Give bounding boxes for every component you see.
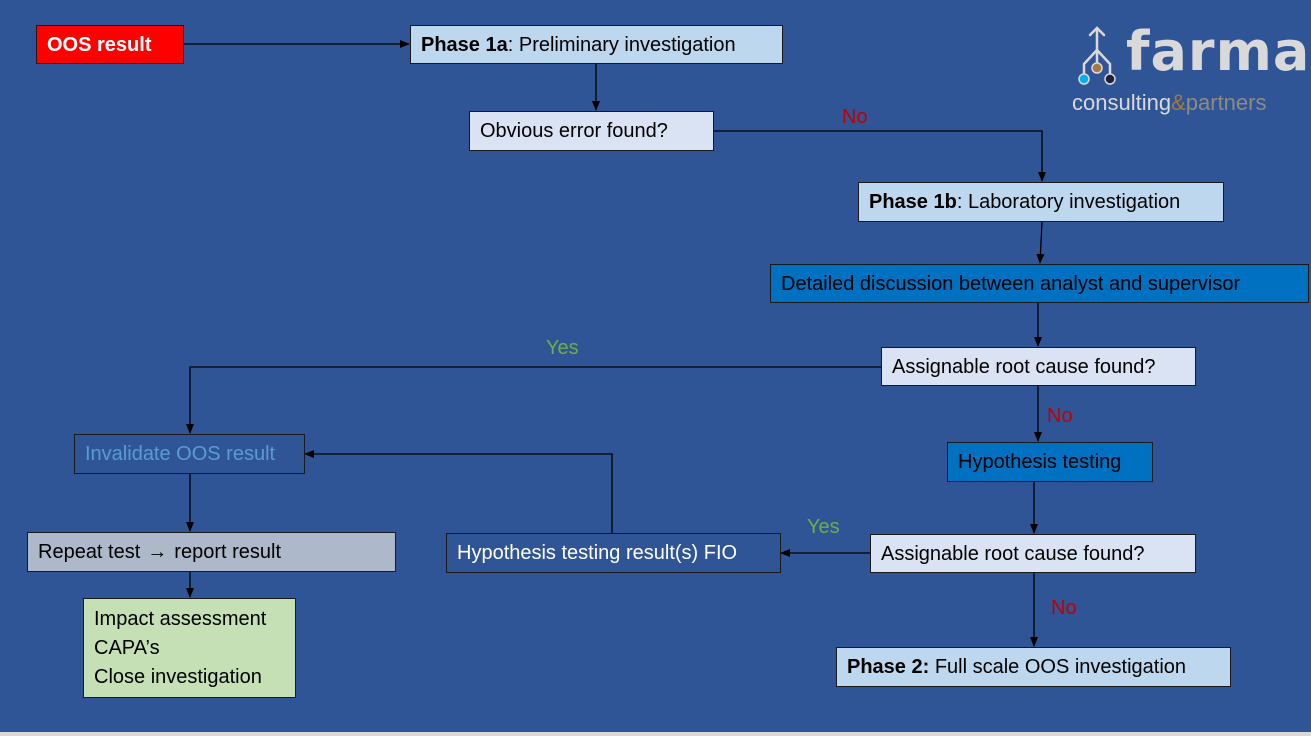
root-cause-question-2: Assignable root cause found? [870, 534, 1196, 573]
arrow-rootcause1-to-invalidate [186, 366, 881, 434]
logo-wordmark: farma [1126, 20, 1311, 83]
invalidate-oos-box: Invalidate OOS result [74, 434, 305, 474]
phase1a-description: : Preliminary investigation [507, 33, 736, 56]
label-no-root-cause-2: No [1051, 597, 1077, 619]
phase1a-box: Phase 1a: Preliminary investigation [410, 25, 783, 64]
impact-assessment-text: Impact assessment [94, 607, 267, 630]
right-arrow-icon: → [147, 541, 168, 563]
capa-text: CAPA’s [94, 636, 160, 659]
label-yes-root-cause-2: Yes [807, 516, 840, 538]
logo-subtitle: consulting&partners [1072, 90, 1267, 115]
farma-consulting-logo: farma consulting&partners [1068, 20, 1309, 122]
phase1a-title: Phase 1a [421, 33, 508, 56]
arrow-obvious-to-phase1b [714, 130, 1046, 182]
repeat-test-text: Repeat test [38, 541, 141, 563]
phase1b-description: : Laboratory investigation [956, 191, 1181, 213]
phase1b-title: Phase 1b [869, 191, 957, 213]
hypothesis-result-box: Hypothesis testing result(s) FIO [446, 533, 781, 573]
label-yes-root-cause-1: Yes [546, 337, 579, 359]
oos-result-box: OOS result [36, 25, 184, 64]
arrow-phase1b-to-discussion [1036, 221, 1045, 264]
root-cause-question-1: Assignable root cause found? [881, 347, 1196, 386]
detailed-discussion-box: Detailed discussion between analyst and … [770, 264, 1309, 303]
arrow-result-to-invalidate [304, 450, 613, 533]
obvious-error-box: Obvious error found? [469, 111, 714, 151]
phase2-title: Phase 2: [847, 656, 930, 678]
phase2-box: Phase 2: Full scale OOS investigation [836, 647, 1231, 687]
hypothesis-testing-box: Hypothesis testing [947, 442, 1153, 482]
label-no-obvious-error: No [842, 106, 868, 128]
phase2-description: Full scale OOS investigation [929, 656, 1187, 678]
repeat-test-box: Repeat test → report result [27, 532, 396, 572]
network-tree-icon [1078, 26, 1116, 85]
phase1b-box: Phase 1b: Laboratory investigation [858, 182, 1224, 222]
close-investigation-text: Close investigation [94, 665, 262, 688]
label-no-root-cause-1: No [1047, 405, 1073, 427]
closing-steps-box: Impact assessment CAPA’s Close investiga… [83, 598, 296, 698]
report-result-text: report result [174, 541, 282, 563]
